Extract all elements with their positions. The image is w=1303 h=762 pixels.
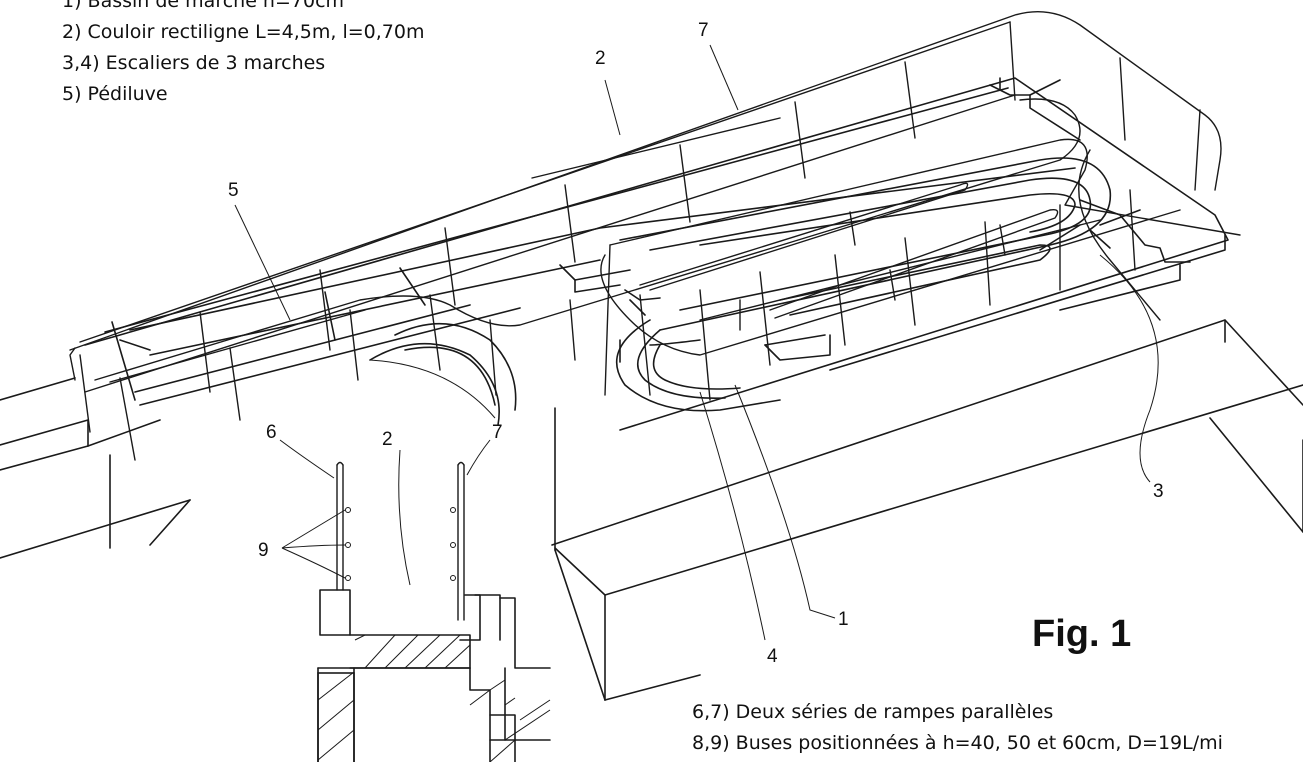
legend-item-2: 2) Couloir rectiligne L=4,5m, l=0,70m <box>62 21 425 43</box>
legend-item-1: 1) Bassin de marche h=70cm <box>62 0 345 12</box>
callout-3: 3 <box>1153 481 1164 502</box>
callout-7: 7 <box>698 20 709 41</box>
basin-block <box>551 319 1303 701</box>
walking-basin <box>559 157 1112 412</box>
detail-callout-6: 6 <box>266 422 277 443</box>
legend-item-6-7: 6,7) Deux séries de rampes parallèles <box>692 701 1054 723</box>
legend-bottom: 6,7) Deux séries de rampes parallèles 8,… <box>692 697 1223 759</box>
figure-label: Fig. 1 <box>1032 613 1131 655</box>
railing-outer <box>69 10 1222 433</box>
cross-section-detail <box>279 439 551 762</box>
callout-4: 4 <box>767 646 778 667</box>
callout-1: 1 <box>838 609 849 630</box>
leader-lines <box>234 44 1159 641</box>
callout-5: 5 <box>228 180 239 201</box>
railing-inner <box>94 98 1241 461</box>
detail-callout-7: 7 <box>492 422 503 443</box>
detail-callout-9: 9 <box>258 540 269 561</box>
legend-item-3-4: 3,4) Escaliers de 3 marches <box>62 52 326 74</box>
callout-2: 2 <box>595 48 606 69</box>
legend-item-8-9: 8,9) Buses positionnées à h=40, 50 et 60… <box>692 732 1223 754</box>
legend-item-5: 5) Pédiluve <box>62 83 168 105</box>
legend-top: 1) Bassin de marche h=70cm 2) Couloir re… <box>62 0 424 110</box>
pool-deck <box>84 77 1229 431</box>
floor-lines <box>0 377 191 559</box>
detail-callout-2: 2 <box>382 429 393 450</box>
